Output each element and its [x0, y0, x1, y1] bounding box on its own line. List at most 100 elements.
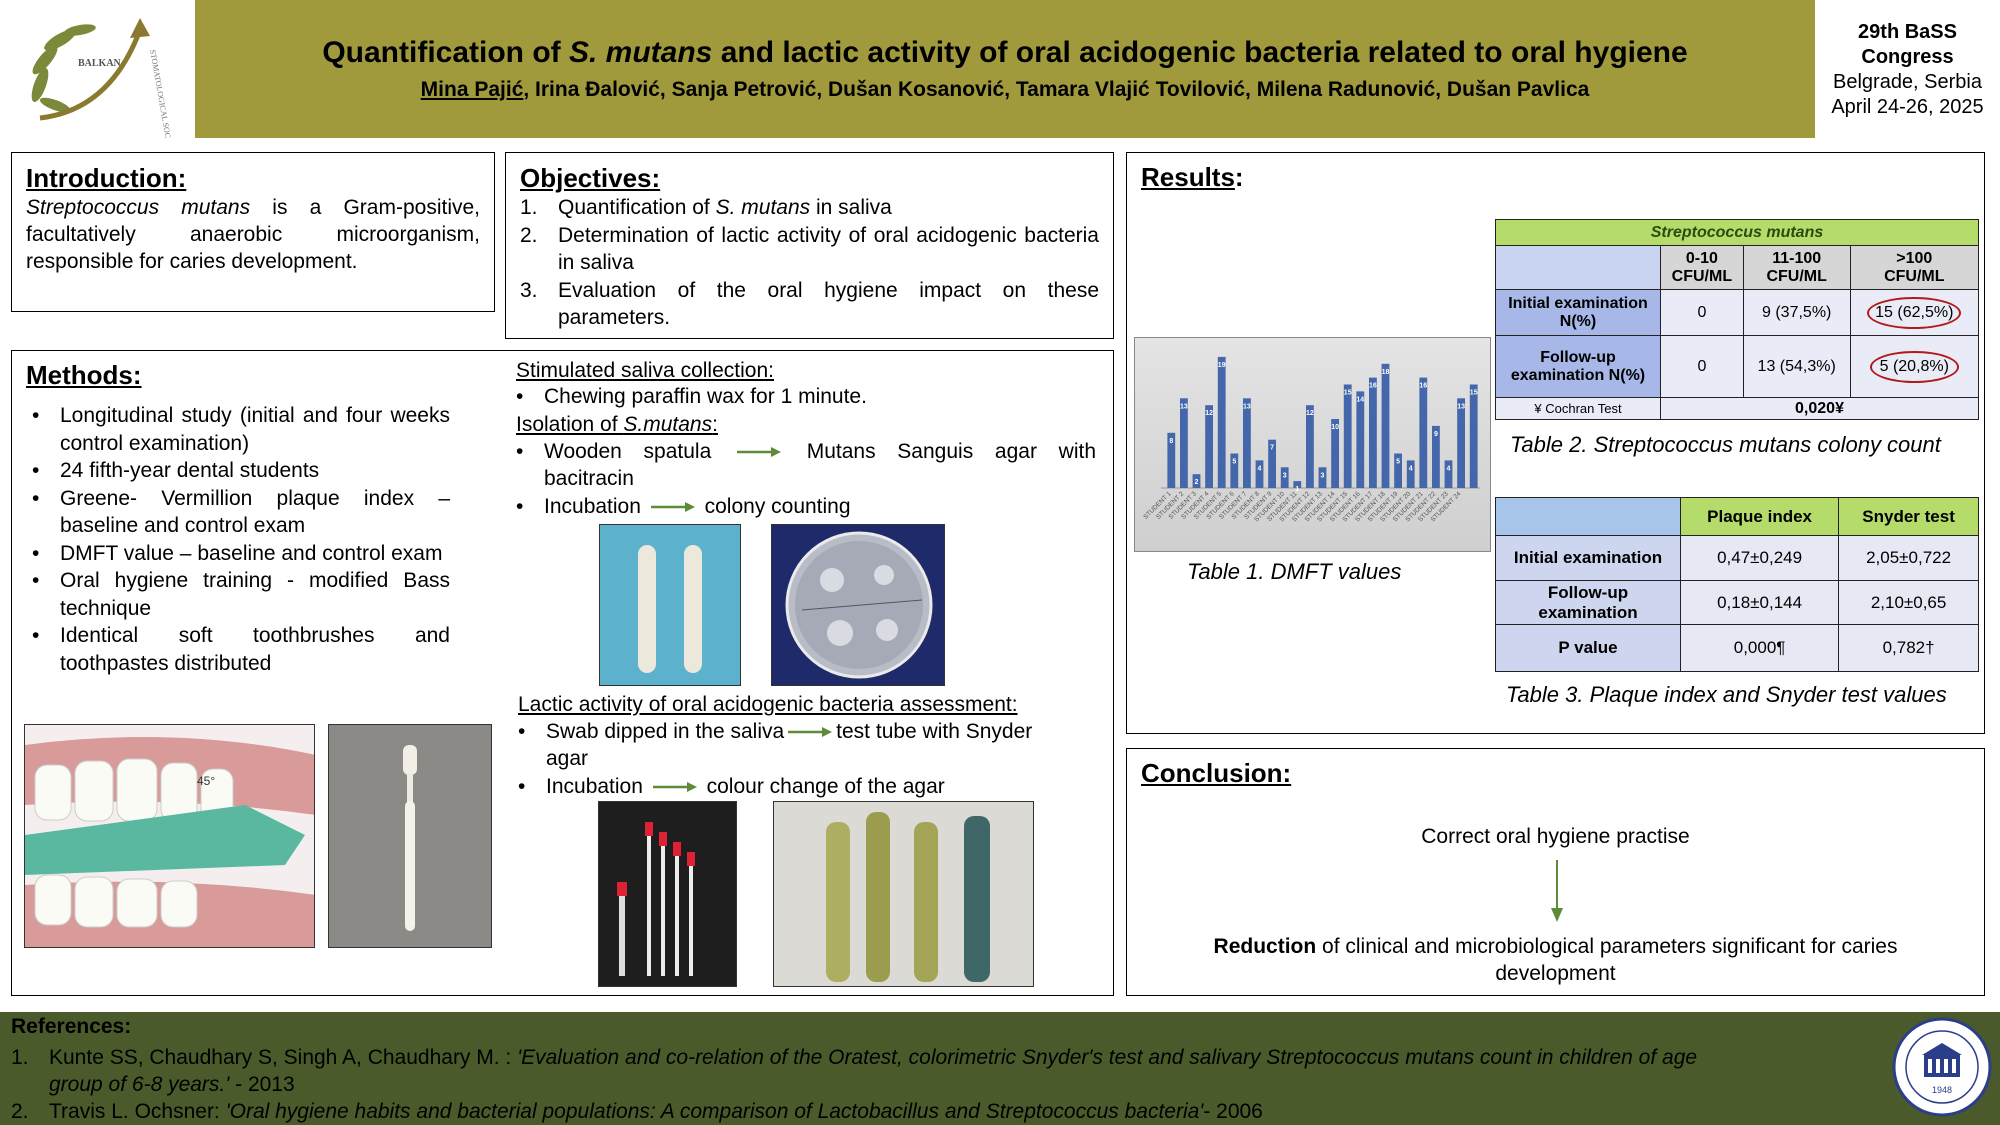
methods-item: Greene- Vermillion plaque index – baseli… — [26, 485, 450, 540]
conclusion-panel — [1126, 748, 1985, 996]
conclusion-line2: Reduction of clinical and microbiologica… — [1213, 935, 1898, 985]
chart-bar — [1331, 419, 1340, 488]
chart-bar — [1356, 391, 1365, 488]
chart-bar — [1469, 384, 1478, 488]
chart-data-label: 16 — [1369, 383, 1377, 390]
chart-bar — [1381, 363, 1390, 488]
toothbrush-photo — [328, 724, 492, 948]
chart-bar — [1293, 481, 1302, 488]
arrow-icon — [652, 782, 697, 793]
saliva-collection-list: Chewing paraffin wax for 1 minute. — [510, 383, 1100, 411]
lactic-item-2: • Incubation colour change of the agar — [518, 775, 945, 798]
chart-data-label: 5 — [1232, 459, 1236, 466]
objectives-panel: Objectives: 1.Quantification of S. mutan… — [505, 152, 1114, 339]
methods-item: Longitudinal study (initial and four wee… — [26, 402, 450, 457]
table3-col-header: Snyder test — [1838, 496, 1979, 537]
table3-cell: 0,18±0,144 — [1679, 579, 1840, 626]
table2-title: Streptococcus mutans — [1495, 219, 1979, 246]
down-arrow-icon — [1551, 860, 1563, 922]
chart-bar — [1179, 398, 1188, 488]
table3-cell: 0,000¶ — [1679, 624, 1840, 672]
chart-data-label: 1 — [1295, 486, 1299, 493]
saliva-collection-item: Chewing paraffin wax for 1 minute. — [510, 383, 1100, 411]
chart-data-label: 3 — [1321, 472, 1325, 479]
chart-data-label: 13 — [1243, 403, 1251, 410]
arrow-icon — [737, 447, 781, 458]
objective-item: 1.Quantification of S. mutans in saliva — [520, 196, 892, 219]
table2-caption: Table 2. Streptococcus mutans colony cou… — [1510, 432, 1941, 457]
chart-data-label: 9 — [1434, 431, 1438, 438]
chart-bar — [1305, 405, 1314, 488]
chart-data-label: 4 — [1447, 465, 1451, 472]
plaque-snyder-table: Plaque index Snyder test Initial examina… — [1495, 496, 1979, 672]
chart-bar — [1457, 398, 1466, 488]
svg-text:1948: 1948 — [1932, 1085, 1952, 1095]
arrow-icon — [650, 502, 695, 513]
methods-item: Identical soft toothbrushes and toothpas… — [26, 622, 450, 677]
table3-cell: 2,05±0,722 — [1838, 535, 1979, 581]
chart-data-label: 12 — [1205, 410, 1213, 417]
table2-row-label: Initial examination N(%) — [1495, 289, 1661, 336]
chart-bar — [1343, 384, 1352, 488]
methods-list: Longitudinal study (initial and four wee… — [26, 402, 450, 677]
isolation-item-2: • Incubation colony counting — [516, 495, 851, 518]
table2-test-label: ¥ Cochran Test — [1495, 397, 1661, 420]
table3-cell: 0,47±0,249 — [1679, 535, 1840, 581]
chart-data-label: 7 — [1270, 445, 1274, 452]
references-band — [0, 1012, 2000, 1125]
chart-bar — [1268, 439, 1277, 488]
chart-bar — [1217, 356, 1226, 488]
chart-data-label: 19 — [1218, 362, 1226, 369]
university-seal-icon: 1948 — [1892, 1017, 1992, 1117]
chart-bar — [1167, 432, 1176, 488]
table2-cell-highlighted: 5 (20,8%) — [1849, 335, 1980, 398]
chart-bar — [1394, 453, 1403, 488]
chart-bar — [1444, 460, 1453, 488]
chart-data-label: 4 — [1409, 465, 1413, 472]
chart-data-label: 5 — [1396, 459, 1400, 466]
objective-item: 3.Evaluation of the oral hygiene impact … — [520, 278, 1099, 330]
methods-item: Oral hygiene training - modified Bass te… — [26, 567, 450, 622]
chart-data-label: 8 — [1169, 438, 1173, 445]
wooden-spatula-photo — [599, 524, 741, 686]
table2-cell: 9 (37,5%) — [1742, 289, 1851, 336]
table3-corner — [1495, 496, 1681, 537]
table3-cell: 2,10±0,65 — [1838, 579, 1979, 626]
table3-row-label: Initial examination — [1495, 535, 1681, 581]
introduction-heading: Introduction: — [26, 163, 187, 193]
table2-corner — [1495, 245, 1661, 290]
chart-bar — [1368, 377, 1377, 488]
table3-caption: Table 3. Plaque index and Snyder test va… — [1506, 682, 1947, 707]
chart-data-label: 13 — [1180, 403, 1188, 410]
methods-item: 24 fifth-year dental students — [26, 457, 450, 485]
chart-bar — [1318, 467, 1327, 488]
chart-bar — [1205, 405, 1214, 488]
arrow-icon — [788, 727, 833, 738]
introduction-text: Streptococcus mutans is a Gram-positive,… — [26, 196, 480, 273]
chart-bar — [1255, 460, 1264, 488]
isolation-heading: Isolation of S.mutans: — [516, 413, 718, 436]
petri-dish-photo — [771, 524, 945, 686]
header-band — [195, 0, 1815, 138]
isolation-item-1: • Wooden spatula Mutans Sanguis agar wit… — [516, 440, 1096, 490]
chart-data-label: 4 — [1258, 465, 1262, 472]
objective-item: 2.Determination of lactic activity of or… — [520, 223, 1099, 275]
objectives-heading: Objectives: — [520, 163, 661, 193]
svg-text:STOMATOLOGICAL SOCIETY: STOMATOLOGICAL SOCIETY — [148, 49, 176, 138]
table2-cell-highlighted: 15 (62,5%) — [1849, 289, 1980, 336]
methods-item: DMFT value – baseline and control exam — [26, 540, 450, 568]
chart-data-label: 3 — [1283, 472, 1287, 479]
author-list: Mina Pajić, Irina Đalović, Sanja Petrovi… — [420, 78, 1590, 101]
table3-cell: 0,782† — [1838, 624, 1979, 672]
introduction-panel: Introduction: Streptococcus mutans is a … — [11, 152, 495, 312]
chart-bar — [1280, 467, 1289, 488]
dmft-bar-chart: 81321219513473112310151416185416941315ST… — [1142, 356, 1480, 523]
chart-data-label: 16 — [1419, 383, 1427, 390]
test-tubes-photo — [773, 801, 1034, 987]
conclusion-heading: Conclusion: — [1141, 758, 1292, 788]
table2-row-label: Follow-up examination N(%) — [1495, 335, 1661, 398]
conclusion-line1: Correct oral hygiene practise — [1421, 825, 1690, 848]
